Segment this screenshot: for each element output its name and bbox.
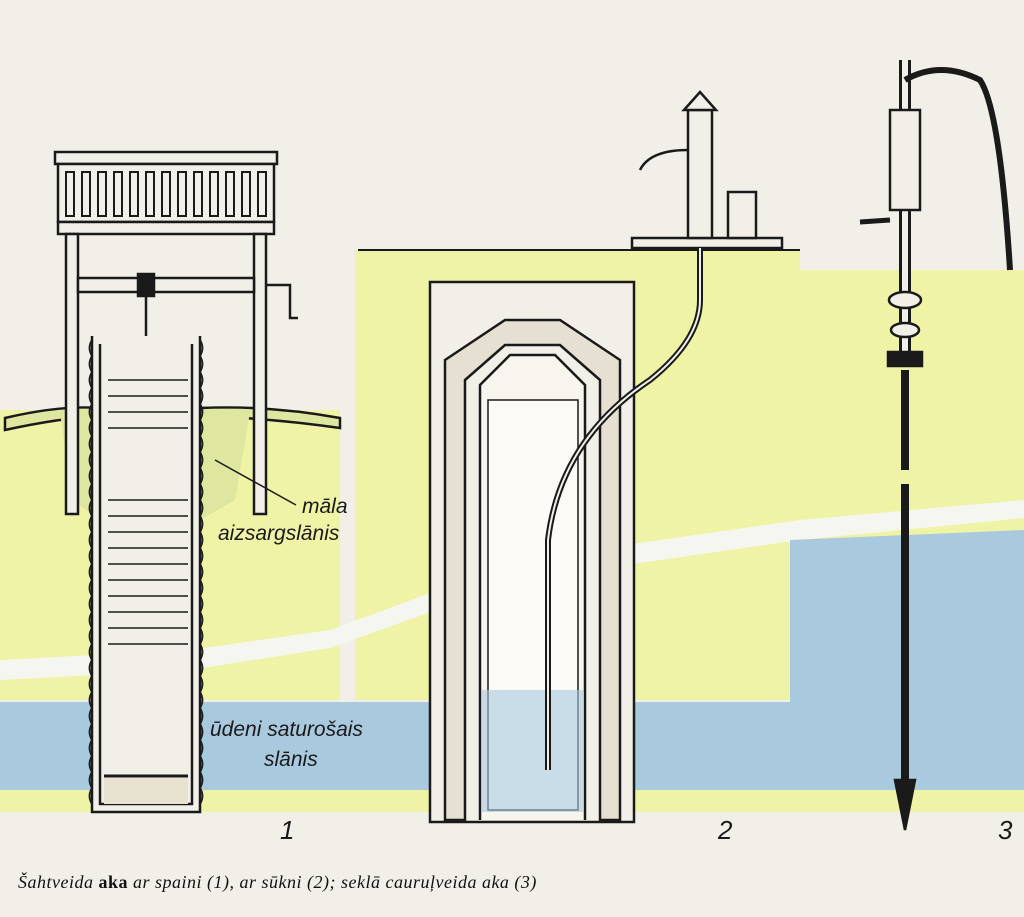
figure-caption: Šahtveida aka ar spaini (1), ar sūkni (2…: [18, 872, 537, 893]
figure-number-2: 2: [718, 815, 733, 845]
well-2-pump: [358, 90, 800, 824]
figure-number-3: 3: [998, 815, 1013, 845]
figure-number-1: 1: [280, 815, 295, 845]
caption-part-1: Šahtveida: [18, 872, 99, 892]
label-protective-layer: aizsargslānis: [218, 522, 340, 545]
caption-bold: aka: [98, 872, 128, 892]
well-3-tube: [859, 60, 1013, 831]
caption-part-2: ar spaini (1), ar sūkni (2); seklā cauru…: [128, 872, 537, 892]
label-water-bearing: ūdeni saturošais: [210, 718, 363, 741]
label-clay: māla: [302, 495, 348, 518]
label-layer: slānis: [264, 748, 318, 771]
well-1-bucket: [3, 150, 342, 814]
